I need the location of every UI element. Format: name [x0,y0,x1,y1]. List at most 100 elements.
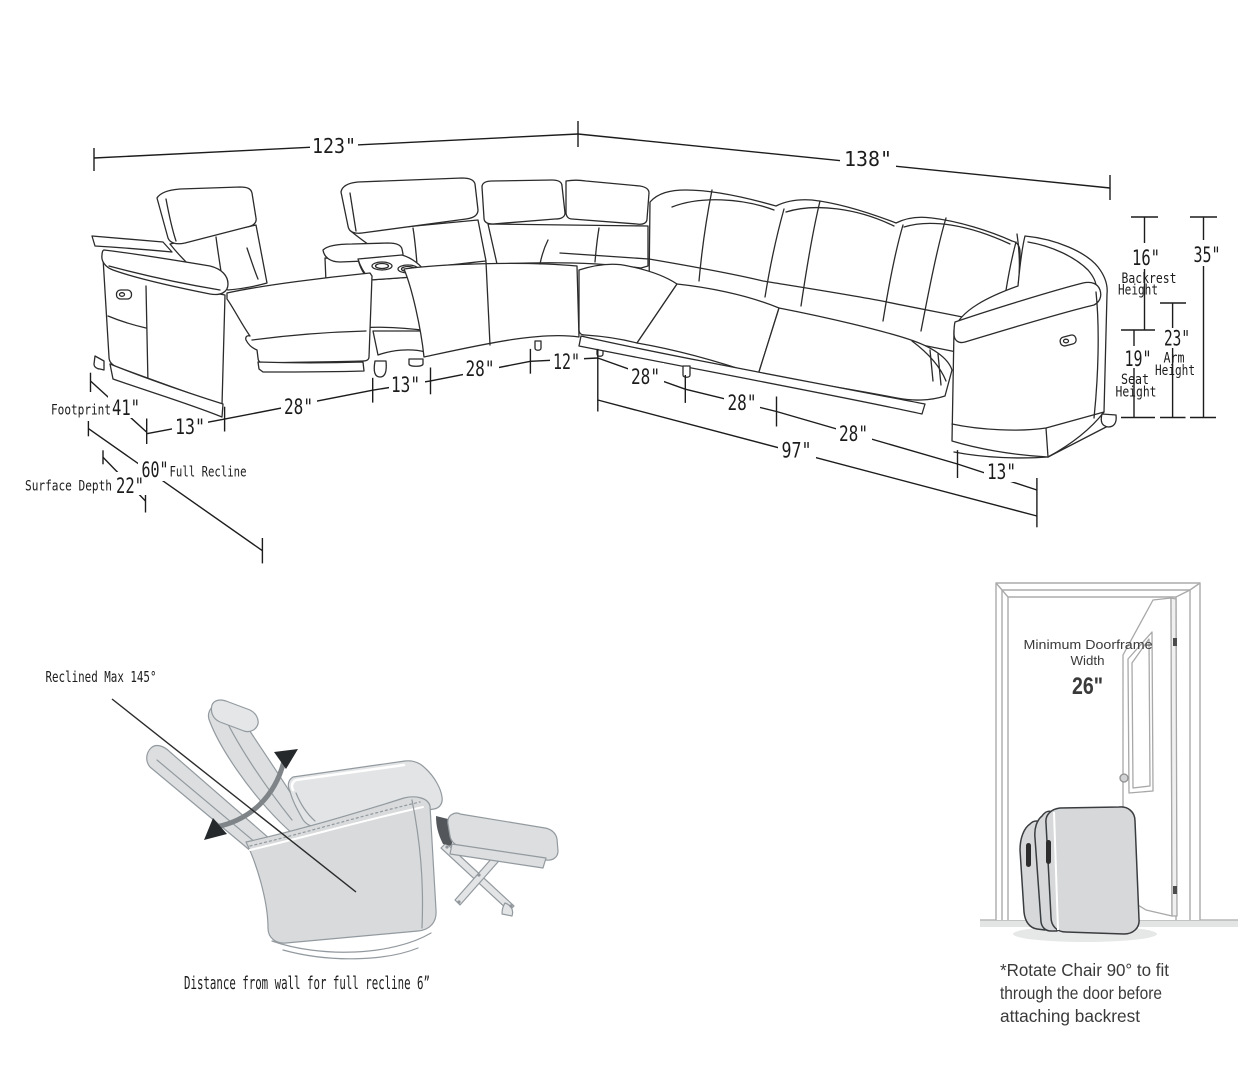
recliner-angle-label: Reclined Max 145° [46,668,157,686]
recliner-rivet-5 [477,873,481,877]
recliner-seat-body [245,796,437,944]
recliner-wall-label: Distance from wall for full recline 6” [184,973,430,994]
recliner-rivet-2 [509,904,513,908]
sofa-back-right-v4 [882,224,904,322]
sofa-back-seam-corner-mid [559,252,650,260]
recliner-arrow-head-bottom [204,818,227,840]
recliner-seat-piping [249,806,424,851]
sofa-right-arm-vseam [1093,291,1099,419]
door-hinge-top [1173,638,1177,646]
sofa-cupholder-1-inner [374,262,390,270]
recliner-rotation-arrow [215,760,287,830]
dim-line-60 [87,428,263,552]
sofa-right-panel-fold [911,340,947,382]
recliner-pointer-line [111,698,357,893]
dim-label-backrest: Backrest [1122,271,1177,287]
sofa-middle-seat-crease-1 [485,261,491,346]
sofa-foot-seat2 [408,358,424,367]
recliner-rivet-4 [457,900,461,904]
door-note-line2: through the door before [1000,983,1162,1003]
sofa-headrest-corner-right [565,179,650,225]
dim-text-41: 41" [112,396,140,420]
sofa-right-linkage-2 [937,353,942,386]
recliner-footrest-lip [449,843,547,869]
dimension-label-gaps [108,128,1223,495]
door-frame-miter-left [995,582,1009,598]
door-chair-slot-1 [1026,843,1031,867]
dim-text-13b: 13" [391,373,420,397]
sofa-back-right-v1 [698,189,713,282]
sofa-left-arm-pad [101,249,229,296]
dim-text-28e: 28" [839,422,868,446]
recliner-base-arc-1 [271,932,432,953]
dim-label-seat-height: Height [1116,385,1157,401]
sofa-back-right-v5 [920,217,947,332]
dim-text-35: 35" [1194,243,1221,267]
recliner-headrest-roll [210,699,259,733]
door-chair-slot-2 [1046,840,1051,864]
sofa-left-arm-plinth [109,363,224,418]
recliner-seat-stitch [249,801,421,847]
dim-text-60: 60" [142,458,169,482]
sofa-right-arm-plinth-top [951,411,1105,431]
sofa-back-right-v3 [800,200,821,307]
door-leaf-edge [1170,597,1178,917]
sofa-back-right-roll2 [785,207,895,227]
sofa-headrest-2-seam [349,192,357,232]
sofa-headrest-corner-left [481,179,566,225]
sofa-leg-right [682,365,691,378]
sofa-left-arm-foot [93,355,105,371]
sofa-right-arm-button-dot [1062,338,1070,344]
door-frame-miter-right [1175,582,1201,598]
door-title-line1: Minimum Doorframe [1024,638,1153,652]
door-title-line2: Width [1071,654,1105,668]
sofa-seat1-lip [257,361,365,373]
dim-text-28d: 28" [728,391,757,415]
dim-text-12: 12" [553,350,580,374]
dim-line-97 [597,399,1038,517]
dim-text-16: 16" [1132,246,1160,270]
sofa-back-right-roll3 [903,222,1011,245]
sofa-back-seam-seat2 [412,227,418,265]
dim-label-backrest-height: Height [1118,283,1158,299]
door-panel-inner [1131,638,1151,789]
recliner-backrest-reclined-seam [156,759,263,849]
recliner-rivet-1 [445,845,449,849]
dim-text-13a: 13" [175,415,205,439]
dimension-labels: 123" 138" 16" Backrest Height 35" 19" Se… [25,134,1221,498]
sofa-right-linkage-1 [929,349,934,382]
recliner-armrest-piping [290,763,406,792]
sofa-drawing [91,177,1117,459]
dim-text-23: 23" [1164,327,1190,351]
sofa-foot-console [373,360,387,378]
sofa-left-arm-back [91,235,173,253]
door-hinge-bottom [1173,886,1177,894]
dim-text-28a: 28" [284,395,313,419]
dim-label-seat: Seat [1121,372,1149,388]
door-note-line3: attaching backrest [1000,1006,1140,1026]
dim-text-19: 19" [1125,347,1152,371]
sofa-back-right-midseam [648,258,1021,330]
door-width-value: 26" [1072,673,1103,700]
dim-text-28b: 28" [466,357,495,381]
dim-text-28c: 28" [631,365,660,389]
recliner-diagram: Reclined Max 145° Distance from wall for… [46,668,559,994]
sofa-back-region-right [648,189,1022,366]
dim-label-arm: Arm [1164,351,1185,367]
sofa-back-seam-seat1b [246,247,259,280]
sofa-left-arm-button-dot [118,292,126,297]
door-frame-mid [1001,589,1191,920]
sofa-headrest-1-seam [165,198,177,242]
sofa-right-arm-pad [953,281,1102,344]
dim-text-22: 22" [116,474,144,498]
sofa-back-seam-corner-v [594,227,600,263]
doorframe-diagram: Minimum Doorframe Width 26" *Rotate Chai… [980,582,1238,1026]
sofa-headrest-1 [156,186,257,245]
sofa-middle-seat-fronts [403,262,580,358]
dim-label-footprint: Footprint [51,403,111,419]
dim-text-123: 123" [312,134,356,158]
door-knob [1119,773,1129,783]
sofa-back-right-v2 [764,208,785,298]
recliner-base-arc-2 [282,947,419,960]
sofa-right-arm-plinth-bottom [953,424,1111,459]
